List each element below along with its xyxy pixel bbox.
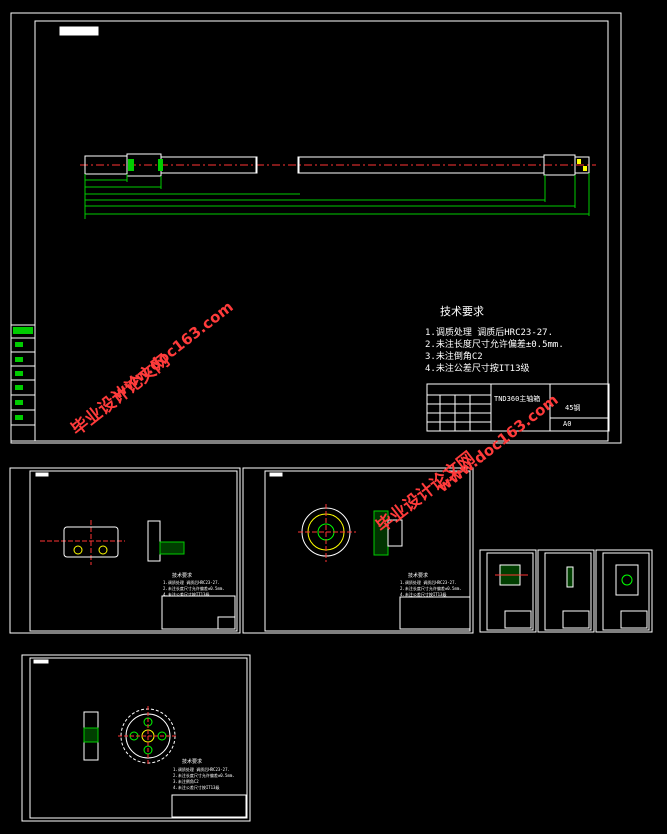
main-tech-title: 技术要求 — [440, 305, 484, 318]
sheet1-tech-title: 技术要求 — [172, 573, 193, 579]
sheet3-tech-item: 3.未注倒角C2 — [173, 779, 199, 784]
main-sheet-outer-border — [10, 12, 622, 444]
main-sheet-corner-tag — [59, 26, 99, 36]
sheet1-tech-item: 4.未注公差尺寸按IT13级 — [163, 592, 210, 597]
sheet2-tech-item: 1.调质处理 调质后HRC23-27. — [400, 580, 457, 585]
revision-strip — [10, 324, 36, 442]
title-block-material: 45钢 — [565, 404, 581, 412]
sheet1-tech-item: 1.调质处理 调质后HRC23-27. — [163, 580, 220, 585]
main-tech-item: 3.未注倒角C2 — [425, 352, 483, 362]
sheet-part-1 — [9, 467, 241, 634]
main-tech-item: 4.未注公差尺寸按IT13级 — [425, 364, 530, 374]
sheet2-tech-title: 技术要求 — [408, 573, 429, 579]
title-block-drawing-name: TND360主轴箱 — [494, 395, 541, 403]
sheet-part-2 — [242, 467, 474, 634]
title-block — [426, 383, 610, 432]
sheet2-tech-item: 2.未注长度尺寸允许偏差±0.5mm. — [400, 586, 462, 591]
sheet1-tech-item: 2.未注长度尺寸允许偏差±0.5mm. — [163, 586, 225, 591]
main-sheet — [10, 12, 622, 444]
title-block-sheet-size: A0 — [563, 420, 572, 428]
sheet3-tech-item: 4.未注公差尺寸按IT13级 — [173, 785, 220, 790]
sheet3-tech-item: 2.未注长度尺寸允许偏差±0.5mm. — [173, 773, 235, 778]
main-tech-item: 2.未注长度尺寸允许偏差±0.5mm. — [425, 340, 564, 350]
main-tech-item: 1.调质处理 调质后HRC23-27. — [425, 328, 554, 338]
sheet3-tech-item: 1.调质处理 调质后HRC23-27. — [173, 767, 230, 772]
mini-sheets — [479, 549, 653, 633]
sheet3-tech-title: 技术要求 — [182, 759, 203, 765]
sheet-part-gear — [21, 654, 251, 822]
spindle-shaft — [80, 153, 596, 177]
shaft-dimensions — [84, 173, 590, 219]
sheet2-tech-item: 4.未注公差尺寸按IT13级 — [400, 592, 447, 597]
main-sheet-inner-border — [34, 20, 609, 442]
